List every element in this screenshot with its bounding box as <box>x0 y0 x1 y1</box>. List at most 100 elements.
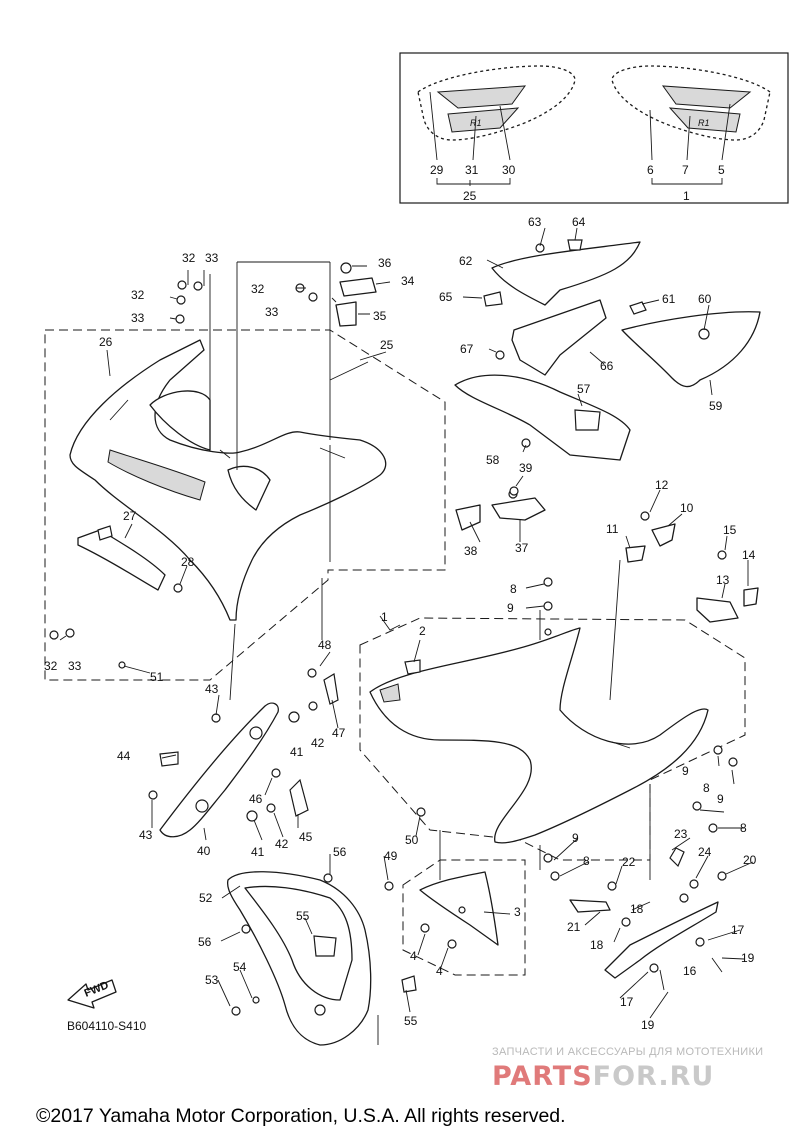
callout-33: 33 <box>265 305 279 319</box>
callout-3: 3 <box>514 905 521 919</box>
bracket-37-38 <box>455 489 546 531</box>
callout-32: 32 <box>131 288 145 302</box>
callout-41: 41 <box>290 745 304 759</box>
inner-panel-27 <box>77 525 166 591</box>
watermark-brand-left: PARTS <box>492 1061 593 1092</box>
callout-20: 20 <box>743 853 757 867</box>
callout-26: 26 <box>99 335 113 349</box>
callout-52: 52 <box>199 891 213 905</box>
callout-11: 11 <box>606 522 619 536</box>
callout-9: 9 <box>572 831 579 845</box>
watermark: ЗАПЧАСТИ И АКСЕССУАРЫ ДЛЯ МОТОТЕХНИКИ PA… <box>492 1046 763 1092</box>
callout-25: 25 <box>380 338 394 352</box>
callout-56: 56 <box>333 845 347 859</box>
callout-17: 17 <box>731 923 745 937</box>
fasteners <box>49 280 738 1016</box>
decal-inset: R1 R1 <box>399 52 789 204</box>
callout-50: 50 <box>405 833 419 847</box>
callout-59: 59 <box>709 399 723 413</box>
callout-43: 43 <box>139 828 153 842</box>
callout-19: 19 <box>741 951 755 965</box>
callout-8: 8 <box>510 582 517 596</box>
callout-55: 55 <box>296 909 310 923</box>
callout-32: 32 <box>182 251 196 265</box>
callout-53: 53 <box>205 973 219 987</box>
lower-cowl <box>226 871 372 1046</box>
callout-6: 6 <box>647 163 654 177</box>
callout-2: 2 <box>419 624 426 638</box>
callout-9: 9 <box>507 601 514 615</box>
callout-24: 24 <box>698 845 712 859</box>
callout-17: 17 <box>620 995 634 1009</box>
callout-8: 8 <box>703 781 710 795</box>
callout-9: 9 <box>682 764 689 778</box>
figure-code: B604110-S410 <box>67 1019 147 1033</box>
callout-8: 8 <box>583 854 590 868</box>
leader-lines <box>59 227 754 1045</box>
callout-33: 33 <box>131 311 145 325</box>
callout-21: 21 <box>567 920 581 934</box>
callout-65: 65 <box>439 290 453 304</box>
callout-66: 66 <box>600 359 614 373</box>
callout-12: 12 <box>655 478 669 492</box>
callout-49: 49 <box>384 849 398 863</box>
callout-29: 29 <box>430 163 444 177</box>
callout-37: 37 <box>515 541 529 555</box>
callout-67: 67 <box>460 342 474 356</box>
callout-54: 54 <box>233 960 247 974</box>
callout-47: 47 <box>332 726 346 740</box>
callout-48: 48 <box>318 638 332 652</box>
callout-27: 27 <box>123 509 137 523</box>
watermark-brand-right: FOR.RU <box>593 1061 715 1092</box>
callout-45: 45 <box>299 830 313 844</box>
callout-7: 7 <box>682 163 689 177</box>
callout-44: 44 <box>117 749 131 763</box>
callout-38: 38 <box>464 544 478 558</box>
inner-panel-3 <box>419 871 499 946</box>
callout-46: 46 <box>249 792 263 806</box>
callout-42: 42 <box>311 736 325 750</box>
callout-40: 40 <box>197 844 211 858</box>
callout-36: 36 <box>378 256 392 270</box>
callout-64: 64 <box>572 215 586 229</box>
callout-42: 42 <box>275 837 289 851</box>
callout-25: 25 <box>463 189 477 203</box>
callout-32: 32 <box>251 282 265 296</box>
watermark-brand: PARTSFOR.RU <box>492 1061 714 1092</box>
callout-33: 33 <box>205 251 219 265</box>
callout-1: 1 <box>683 189 690 203</box>
callout-55: 55 <box>404 1014 418 1028</box>
rail-16 <box>569 847 727 979</box>
callout-58: 58 <box>486 453 500 467</box>
callout-62: 62 <box>459 254 473 268</box>
callout-5: 5 <box>718 163 725 177</box>
callout-60: 60 <box>698 292 712 306</box>
callout-23: 23 <box>674 827 688 841</box>
callout-31: 31 <box>465 163 479 177</box>
callout-28: 28 <box>181 555 195 569</box>
svg-text:R1: R1 <box>698 118 710 128</box>
callout-22: 22 <box>622 855 636 869</box>
callout-19: 19 <box>641 1018 655 1032</box>
callout-39: 39 <box>519 461 533 475</box>
callout-9: 9 <box>717 792 724 806</box>
callout-18: 18 <box>630 902 644 916</box>
side-cowl <box>369 627 709 844</box>
callout-15: 15 <box>723 523 737 537</box>
callout-57: 57 <box>577 382 591 396</box>
upper-fairing <box>69 339 387 621</box>
callout-16: 16 <box>683 964 697 978</box>
watermark-tagline: ЗАПЧАСТИ И АКСЕССУАРЫ ДЛЯ МОТОТЕХНИКИ <box>492 1046 763 1058</box>
callout-8: 8 <box>740 821 747 835</box>
callout-1: 1 <box>381 610 388 624</box>
callout-35: 35 <box>373 309 387 323</box>
callout-33: 33 <box>68 659 82 673</box>
callout-4: 4 <box>436 964 443 978</box>
copyright-text: ©2017 Yamaha Motor Corporation, U.S.A. A… <box>36 1105 566 1127</box>
callout-numbers: 1 1 2 3 4 4 5 6 7 8 8 8 8 9 9 9 9 10 11 … <box>44 163 757 1032</box>
callout-34: 34 <box>401 274 415 288</box>
callout-61: 61 <box>662 292 676 306</box>
callout-14: 14 <box>742 548 756 562</box>
callout-13: 13 <box>716 573 730 587</box>
air-duct-group <box>454 239 761 461</box>
